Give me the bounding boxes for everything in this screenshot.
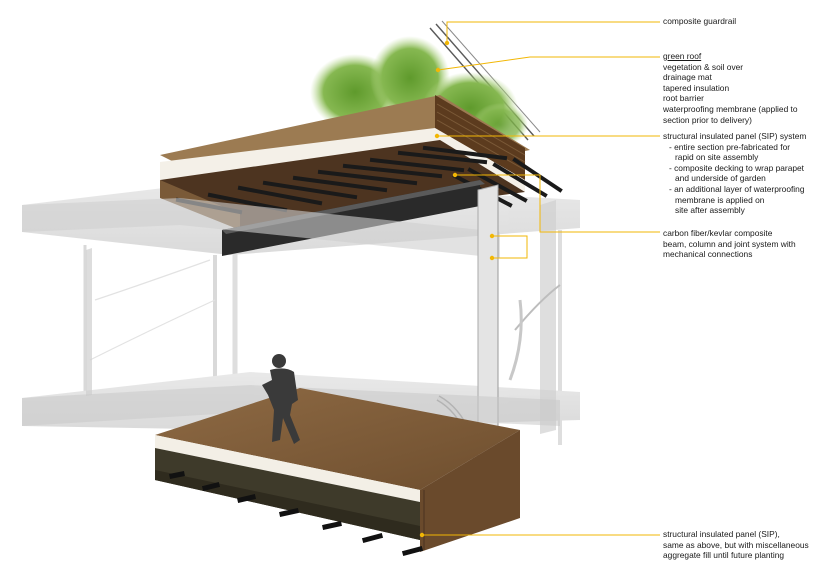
annotation-composite-guardrail: composite guardrail [663,16,736,27]
annotation-bullet: - an additional layer of waterproofing [669,183,805,194]
floor-joists [169,471,424,557]
annotation-bullet: rapid on site assembly [675,152,759,163]
annotation-line: root barrier [663,93,704,104]
annotation-bullet: - composite decking to wrap parapet [669,162,805,173]
annotation-line: carbon fiber/kevlar composite [663,228,773,238]
leader-lines [422,21,660,536]
annotation-line: mechanical connections [663,249,753,260]
annotation-green-roof: green roof vegetation & soil over draina… [663,51,798,125]
annotation-line: aggregate fill until future planting [663,550,785,561]
annotation-line: waterproofing membrane (applied to [663,103,798,114]
annotation-bullet: site after assembly [675,205,745,216]
annotation-line: structural insulated panel (SIP), [663,529,780,539]
annotation-line: beam, column and joint system with [663,238,796,249]
annotation-title: green roof [663,51,702,61]
annotation-sip-system: structural insulated panel (SIP) system … [663,131,806,216]
annotation-bullet: - entire section pre-fabricated for [669,141,791,152]
floor-deck [155,388,520,552]
annotation-line: section prior to delivery) [663,114,752,125]
annotation-bullet: and underside of garden [675,173,766,184]
annotation-line: tapered insulation [663,82,730,93]
annotation-floor-sip: structural insulated panel (SIP), same a… [663,529,809,561]
annotation-title: structural insulated panel (SIP) system [663,131,807,141]
leader-dots [419,40,495,538]
person-silhouette [262,354,300,444]
annotation-title: composite guardrail [663,16,737,26]
annotation-line: drainage mat [663,72,712,83]
annotation-line: vegetation & soil over [663,61,744,72]
annotation-line: same as above, but with miscellaneous [663,539,809,550]
front-roof-slab [22,198,500,258]
annotation-bullet: membrane is applied on [675,194,765,205]
annotation-carbon-fiber: carbon fiber/kevlar composite beam, colu… [663,228,796,260]
